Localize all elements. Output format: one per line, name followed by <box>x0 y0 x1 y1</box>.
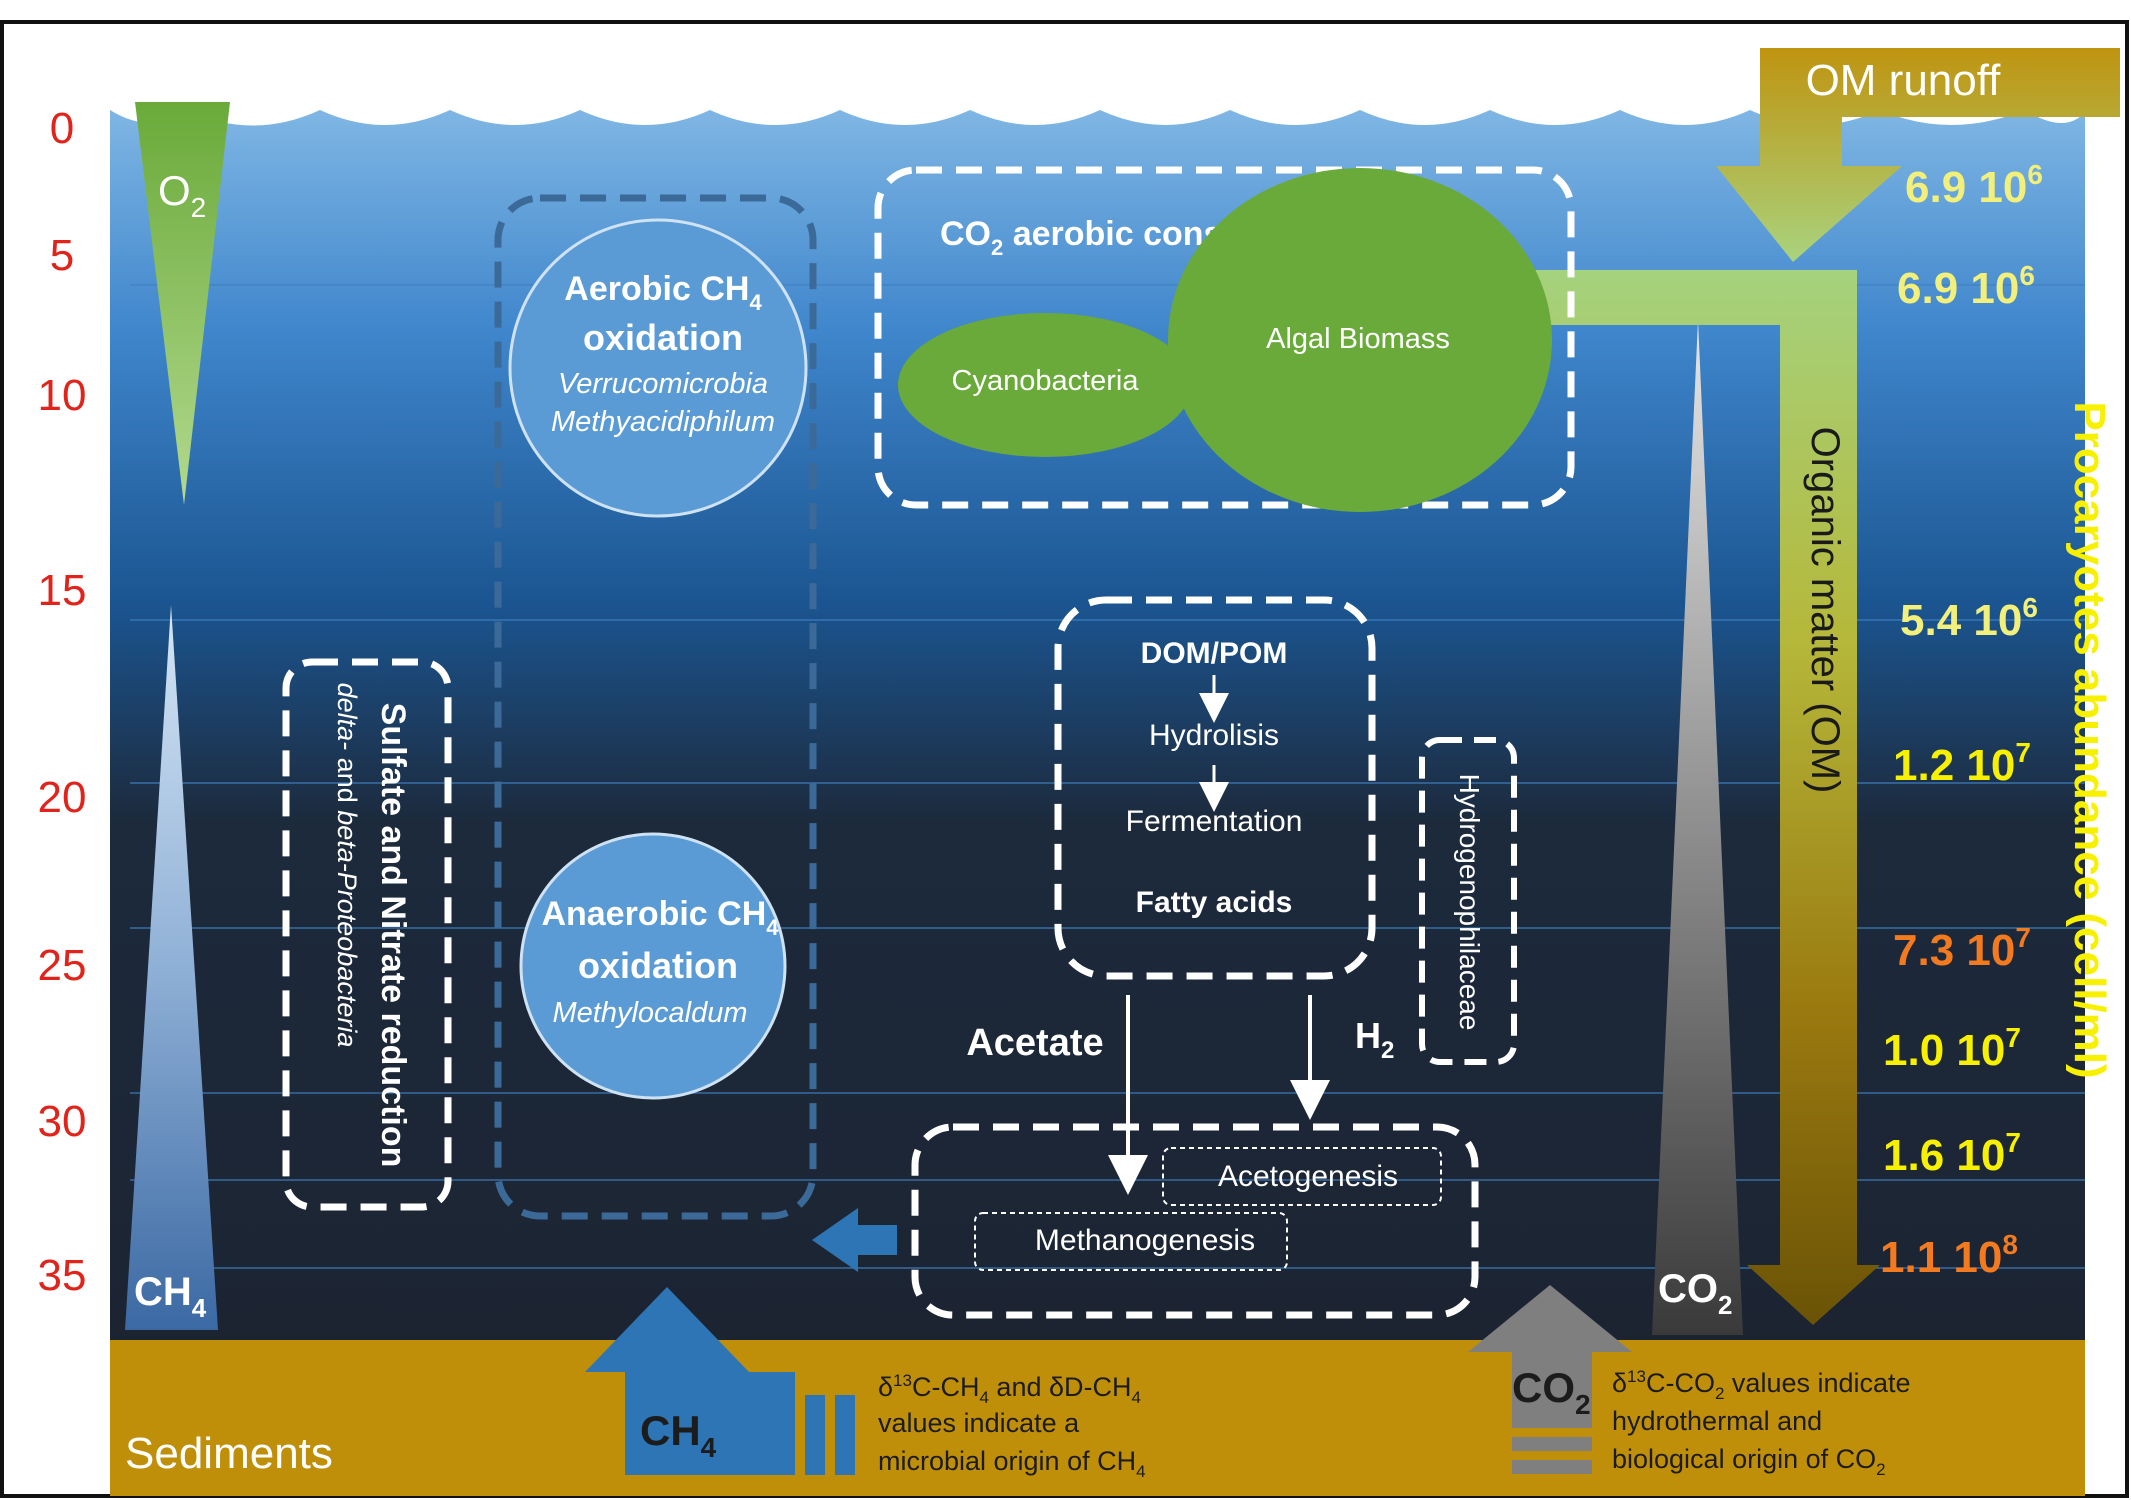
algal-biomass-label: Algal Biomass <box>1266 323 1450 355</box>
depth-tick: 0 <box>50 104 74 153</box>
o2-gradient-triangle <box>135 102 230 505</box>
om-runoff-label: OM runoff <box>1806 56 2002 105</box>
abundance-value: 6.9 106 <box>1897 260 2035 313</box>
anaerobic-oxidation-line2: oxidation <box>578 945 738 986</box>
fermentation-label: Fermentation <box>1126 805 1303 838</box>
h2-label: H2 <box>1355 1015 1394 1064</box>
co2-gradient-label: CO2 <box>1658 1267 1732 1320</box>
o2-label: O2 <box>158 167 206 223</box>
co2-origin-note-line3: biological origin of CO2 <box>1612 1444 1886 1479</box>
hydrogenophilaceae-box <box>1419 737 1517 1065</box>
aerobic-oxidation-circle <box>508 218 808 518</box>
hydrogenophilaceae-label: Hydrogenophilaceae <box>1454 774 1485 1031</box>
methane-to-oxidation-arrow <box>812 1208 897 1272</box>
co2-gradient-triangle <box>1652 320 1743 1335</box>
acetogenesis-label: Acetogenesis <box>1218 1160 1398 1193</box>
sediment-co2-label: CO2 <box>1512 1364 1591 1420</box>
anaerobic-oxidation-title: Anaerobic CH4 <box>541 895 779 940</box>
anaerobic-taxon: Methylocaldum <box>552 997 747 1029</box>
aerobic-oxidation-title: Aerobic CH4 <box>564 270 762 315</box>
co2-consumption-box <box>874 166 1575 509</box>
algal-biomass-ellipse <box>1168 168 1552 512</box>
methanogenesis-label: Methanogenesis <box>1035 1224 1255 1257</box>
abundance-value: 7.3 107 <box>1893 922 2031 975</box>
sediment-ch4-arrow: CH4 <box>585 1287 855 1475</box>
sediments-label: Sediments <box>125 1429 333 1478</box>
co2-origin-note: δ13C-CO2 values indicate <box>1612 1367 1911 1403</box>
aerobic-taxon: Methyacidiphilum <box>551 406 775 438</box>
ch4-gradient-triangle <box>125 605 218 1330</box>
sediment-layer <box>110 1340 2085 1496</box>
abundance-value: 5.4 106 <box>1900 592 2038 645</box>
sulfate-nitrate-box <box>282 658 452 1211</box>
abundance-axis-label: Procaryotes abundance (cell/ml) <box>2065 401 2114 1078</box>
dom-chain-box <box>1054 596 1376 980</box>
depth-tick: 20 <box>38 773 87 822</box>
depth-tick: 10 <box>38 371 87 420</box>
sediment-co2-arrow: CO2 <box>1468 1285 1632 1474</box>
ch4-oxidation-box <box>494 194 817 1220</box>
abundance-value: 1.0 107 <box>1883 1022 2021 1075</box>
aerobic-oxidation-line2: oxidation <box>583 317 743 358</box>
ch4-origin-note: δ13C-CH4 and δD-CH4 <box>878 1371 1141 1407</box>
co2-origin-note-line2: hydrothermal and <box>1612 1406 1822 1436</box>
cyanobacteria-ellipse <box>898 313 1192 457</box>
sulfate-nitrate-taxa: delta- and beta-Proteobacteria <box>332 683 362 1048</box>
depth-tick: 25 <box>38 941 87 990</box>
acetogenesis-box <box>1162 1147 1442 1206</box>
fatty-acids-label: Fatty acids <box>1136 886 1293 919</box>
ch4-origin-note-line2: values indicate a <box>878 1408 1080 1438</box>
abundance-values: 6.9 106 6.9 106 5.4 106 1.2 107 7.3 107 … <box>1880 159 2043 1282</box>
methane-processes-box <box>911 1123 1479 1319</box>
depth-axis: 0 5 10 15 20 25 30 35 <box>38 104 87 1300</box>
ch4-gradient-label: CH4 <box>134 1270 207 1323</box>
om-runoff-arrow: OM runoff <box>1716 48 2120 262</box>
hydrolisis-label: Hydrolisis <box>1149 719 1279 752</box>
abundance-value: 6.9 106 <box>1905 159 2043 212</box>
dom-pom-label: DOM/POM <box>1141 637 1288 670</box>
abundance-value: 1.2 107 <box>1893 737 2031 790</box>
organic-matter-label: Organic matter (OM) <box>1803 427 1847 794</box>
cyanobacteria-label: Cyanobacteria <box>952 365 1140 397</box>
abundance-value: 1.1 108 <box>1880 1229 2018 1282</box>
aerobic-taxon: Verrucomicrobia <box>558 368 768 400</box>
sediment-ch4-label: CH4 <box>640 1407 717 1463</box>
methanogenesis-box <box>974 1212 1288 1271</box>
depth-tick: 5 <box>50 231 74 280</box>
depth-tick: 35 <box>38 1251 87 1300</box>
anaerobic-oxidation-circle <box>519 832 787 1100</box>
abundance-value: 1.6 107 <box>1883 1127 2021 1180</box>
ch4-origin-note-line3: microbial origin of CH4 <box>878 1446 1146 1481</box>
depth-tick: 30 <box>38 1097 87 1146</box>
depth-tick: 15 <box>38 566 87 615</box>
organic-matter-arrow: Organic matter (OM) <box>1530 270 1880 1325</box>
sulfate-nitrate-title: Sulfate and Nitrate reduction <box>374 703 412 1168</box>
acetate-label: Acetate <box>966 1022 1103 1064</box>
